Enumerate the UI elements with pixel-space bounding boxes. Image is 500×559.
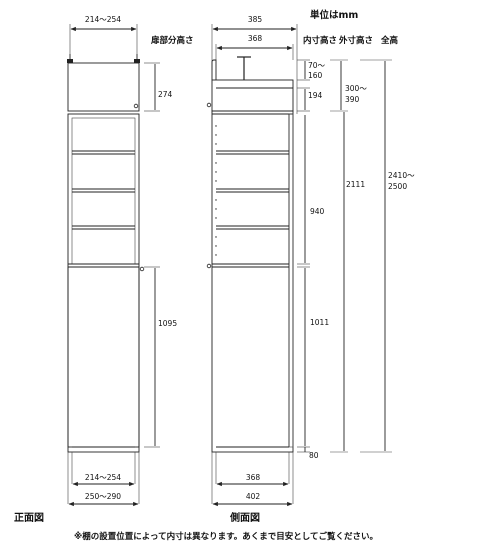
unit-label: 単位はmm bbox=[310, 9, 358, 21]
side-upper-compartment bbox=[211, 79, 294, 112]
side-inner-a-line2: 160 bbox=[308, 71, 323, 80]
front-view-caption: 正面図 bbox=[14, 512, 44, 524]
side-top-outer: 385 bbox=[248, 15, 263, 24]
front-lower-door-dim: 1095 bbox=[158, 319, 177, 328]
side-inner-d: 1011 bbox=[310, 318, 329, 327]
side-bottom-outer: 402 bbox=[246, 492, 261, 501]
header-inner-height: 内寸高さ bbox=[303, 35, 337, 46]
header-door-height: 扉部分高さ bbox=[150, 35, 194, 46]
side-total-line1: 2410〜 bbox=[388, 171, 415, 180]
side-outer-main: 2111 bbox=[346, 180, 365, 189]
side-inner-a-line1: 70〜 bbox=[308, 61, 326, 70]
side-outer-top-line2: 390 bbox=[345, 95, 360, 104]
footnote: ※棚の設置位置によって内寸は異なります。あくまで目安としてご覧ください。 bbox=[74, 531, 378, 542]
side-inner-b: 194 bbox=[308, 91, 323, 100]
side-view-caption: 側面図 bbox=[229, 511, 260, 524]
side-body bbox=[211, 110, 294, 453]
side-view: 385 368 bbox=[206, 15, 415, 524]
front-bottom-outer: 250〜290 bbox=[85, 492, 121, 501]
front-upper-door-dim: 274 bbox=[158, 90, 173, 99]
side-inner-c: 940 bbox=[310, 207, 325, 216]
front-upper-door bbox=[67, 62, 140, 112]
side-inner-e: 80 bbox=[309, 451, 319, 460]
side-outer-top-line1: 300〜 bbox=[345, 84, 367, 93]
front-body bbox=[67, 113, 140, 453]
front-top-width: 214〜254 bbox=[85, 15, 121, 24]
side-top-inner: 368 bbox=[248, 34, 263, 43]
front-view: 214〜254 274 1095 bbox=[14, 15, 177, 524]
header-outer-height: 外寸高さ bbox=[338, 35, 373, 46]
header-total-height: 全高 bbox=[380, 35, 399, 46]
front-lower-door bbox=[67, 266, 140, 448]
side-total-line2: 2500 bbox=[388, 182, 407, 191]
side-bottom-inner: 368 bbox=[246, 473, 261, 482]
front-bottom-inner: 214〜254 bbox=[85, 473, 121, 482]
